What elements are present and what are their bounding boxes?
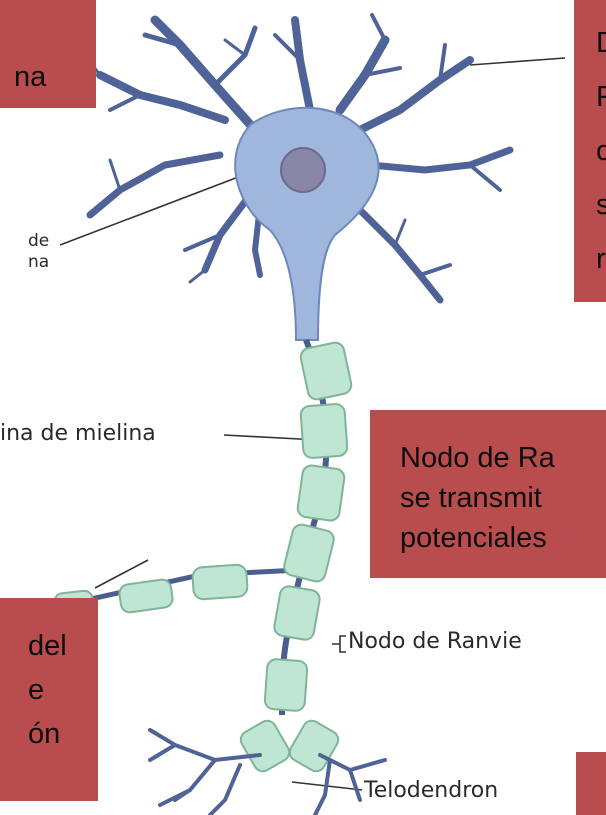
callout-top-right-line-2: F: [596, 81, 606, 113]
callout-top-right-line-3: c: [596, 135, 606, 167]
callout-middle-right-line-1: Nodo de Ra: [400, 442, 555, 474]
telodendron-branches: [148, 728, 387, 815]
myelin-sheath: [53, 341, 353, 773]
callout-top-left: na: [0, 0, 96, 108]
callout-bottom-right: [576, 752, 606, 815]
callout-bottom-left-line-3: ón: [28, 718, 61, 750]
callout-bottom-left-line-2: e: [28, 674, 45, 706]
ranvier-node-label: Nodo de Ranvie: [348, 629, 522, 654]
callout-top-right-line-1: D: [596, 24, 606, 62]
soma-pointer-line: [59, 167, 263, 246]
nucleus: [280, 147, 326, 193]
myelin-sheath-label: ina de mielina: [0, 421, 156, 446]
callout-middle-right: Nodo de Ra se transmit potenciales: [370, 410, 606, 578]
schwann-pointer-line: [94, 559, 149, 589]
callout-middle-right-line-2: se transmit: [400, 482, 542, 514]
dendrite-pointer-line: [469, 57, 566, 66]
callout-top-right: D F c s r: [574, 0, 606, 302]
callout-top-right-line-4: s: [596, 189, 606, 221]
ranvier-bracket: [332, 635, 346, 653]
callout-bottom-left-line-1: del: [28, 630, 67, 662]
callout-top-right-line-5: r: [596, 243, 606, 275]
callout-bottom-left: del e ón: [0, 598, 98, 801]
soma: [234, 106, 380, 341]
soma-label-top: de: [28, 231, 50, 251]
soma-label-bottom: na: [28, 252, 50, 272]
callout-top-left-line: na: [14, 61, 47, 93]
telodendron-label: Telodendron: [364, 778, 499, 803]
callout-middle-right-line-3: potenciales: [400, 522, 547, 554]
